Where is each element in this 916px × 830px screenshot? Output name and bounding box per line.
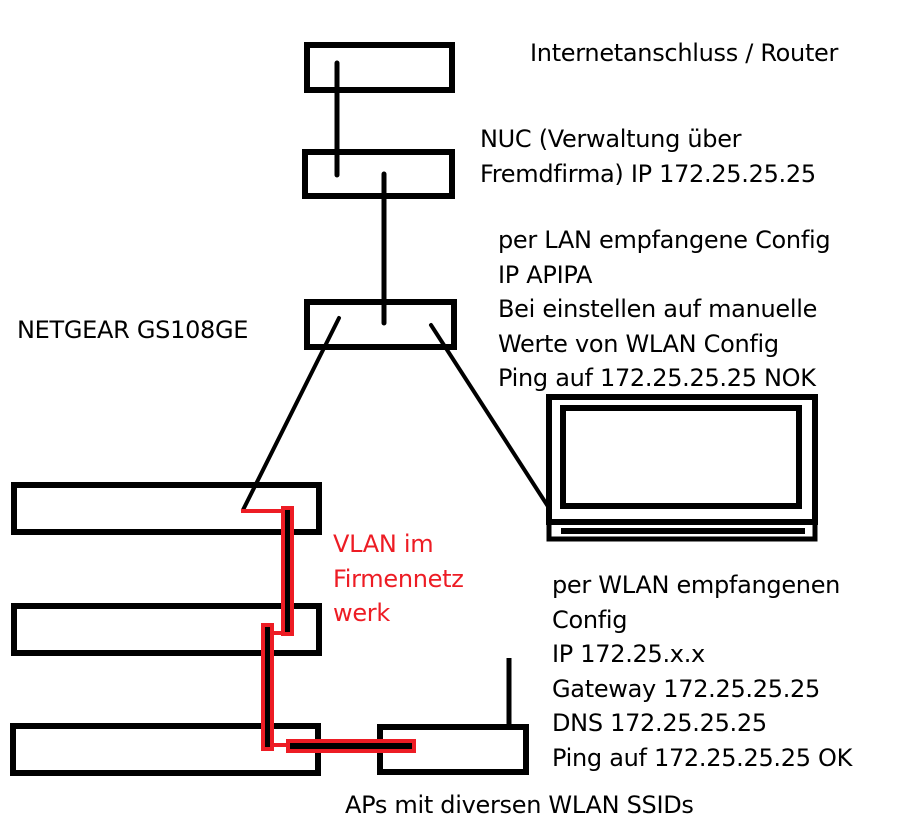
lan-config-line: IP APIPA [498, 261, 593, 289]
router-box [304, 42, 455, 93]
vlan-label-line: VLAN im [333, 530, 434, 558]
nuc-box [302, 149, 455, 199]
wlan-config-line: per WLAN empfangenen [552, 571, 841, 599]
wlan-config-line: DNS 172.25.25.25 [552, 709, 767, 737]
wlan-config-line: Ping auf 172.25.25.25 OK [552, 744, 853, 772]
vlan-label-line: werk [333, 599, 390, 627]
wlan-config-line: IP 172.25.x.x [552, 640, 705, 668]
lan-config-line: Ping auf 172.25.25.25 NOK [498, 364, 816, 392]
vlan-label-line: Firmennetz [333, 565, 464, 593]
edge-switch-company [241, 316, 341, 512]
nuc-label-line: NUC (Verwaltung über [480, 125, 742, 153]
lan-config-line: per LAN empfangene Config [498, 226, 831, 254]
vlan-path [241, 506, 416, 753]
wlan-config-line: Config [552, 606, 628, 634]
lan-config-line: Werte von WLAN Config [498, 330, 779, 358]
edge-switch-laptop [429, 323, 551, 510]
switch-label: NETGEAR GS108GE [17, 316, 249, 344]
switch-box [304, 299, 457, 350]
lan-config-line: Bei einstellen auf manuelle [498, 295, 818, 323]
company-switch-1-box [11, 482, 322, 535]
wlan-config-line: Gateway 172.25.25.25 [552, 675, 820, 703]
access-point-label: APs mit diversen WLAN SSIDs [345, 791, 694, 819]
nuc-label-line: Fremdfirma) IP 172.25.25.25 [480, 160, 816, 188]
laptop-icon [546, 394, 818, 542]
company-switch-2-box [11, 603, 322, 656]
router-label: Internetanschluss / Router [530, 39, 839, 67]
